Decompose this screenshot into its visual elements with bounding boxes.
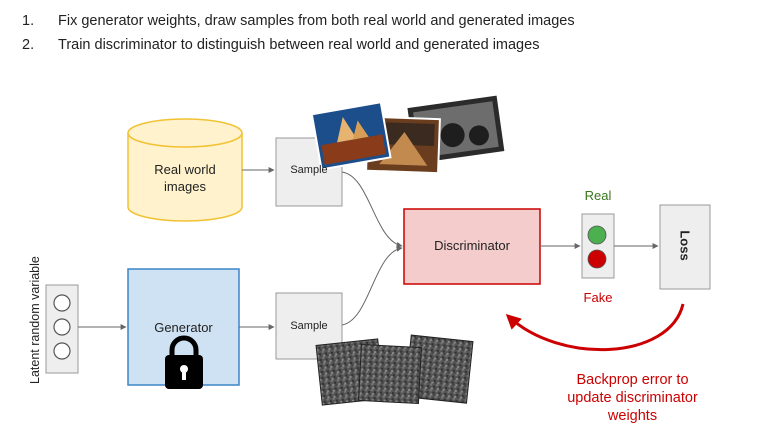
- generator-label: Generator: [154, 320, 213, 335]
- discriminator-box: [403, 208, 541, 285]
- real-label: Real: [584, 188, 612, 203]
- padlock-icon: [165, 335, 203, 389]
- step-1-text: Fix generator weights, draw samples from…: [58, 13, 575, 29]
- arrow-fake-sample-to-discriminator: [341, 245, 403, 326]
- fake-label: Fake: [583, 290, 613, 305]
- latent-variable-label: Latent random variable: [28, 256, 42, 384]
- step-2-text: Train discriminator to distinguish betwe…: [58, 37, 540, 53]
- real-world-database: [127, 118, 243, 222]
- latent-node-1: [53, 294, 71, 312]
- fake-light-icon: [587, 249, 607, 269]
- generated-noise-images: [315, 334, 474, 406]
- backprop-caption: Backprop error to update discriminator w…: [545, 371, 720, 425]
- discriminator-label: Discriminator: [434, 238, 510, 253]
- step-1: 1. Fix generator weights, draw samples f…: [22, 9, 575, 33]
- latent-node-2: [53, 318, 71, 336]
- sample-bottom-label: Sample: [290, 320, 328, 332]
- loss-box: [659, 204, 711, 290]
- real-photo-thumbnails: [310, 93, 507, 175]
- backprop-caption-line2: update discriminator: [567, 390, 698, 406]
- sample-top-label: Sample: [290, 164, 328, 176]
- backprop-caption-line1: Backprop error to: [576, 372, 689, 388]
- backprop-arrow: [505, 303, 685, 352]
- arrow-real-sample-to-discriminator: [341, 171, 403, 248]
- real-world-label-line2: images: [164, 179, 206, 194]
- classifier-output-box: [581, 213, 615, 279]
- real-world-label-line1: Real world: [154, 162, 216, 177]
- latent-node-3: [53, 342, 71, 360]
- step-2: 2. Train discriminator to distinguish be…: [22, 33, 575, 57]
- loss-label: Loss: [677, 230, 693, 261]
- real-light-icon: [587, 225, 607, 245]
- steps-list: 1. Fix generator weights, draw samples f…: [22, 9, 575, 57]
- step-2-number: 2.: [22, 37, 35, 53]
- step-1-number: 1.: [22, 13, 35, 29]
- real-world-label: Real world images: [128, 161, 242, 195]
- backprop-caption-line3: weights: [607, 408, 658, 424]
